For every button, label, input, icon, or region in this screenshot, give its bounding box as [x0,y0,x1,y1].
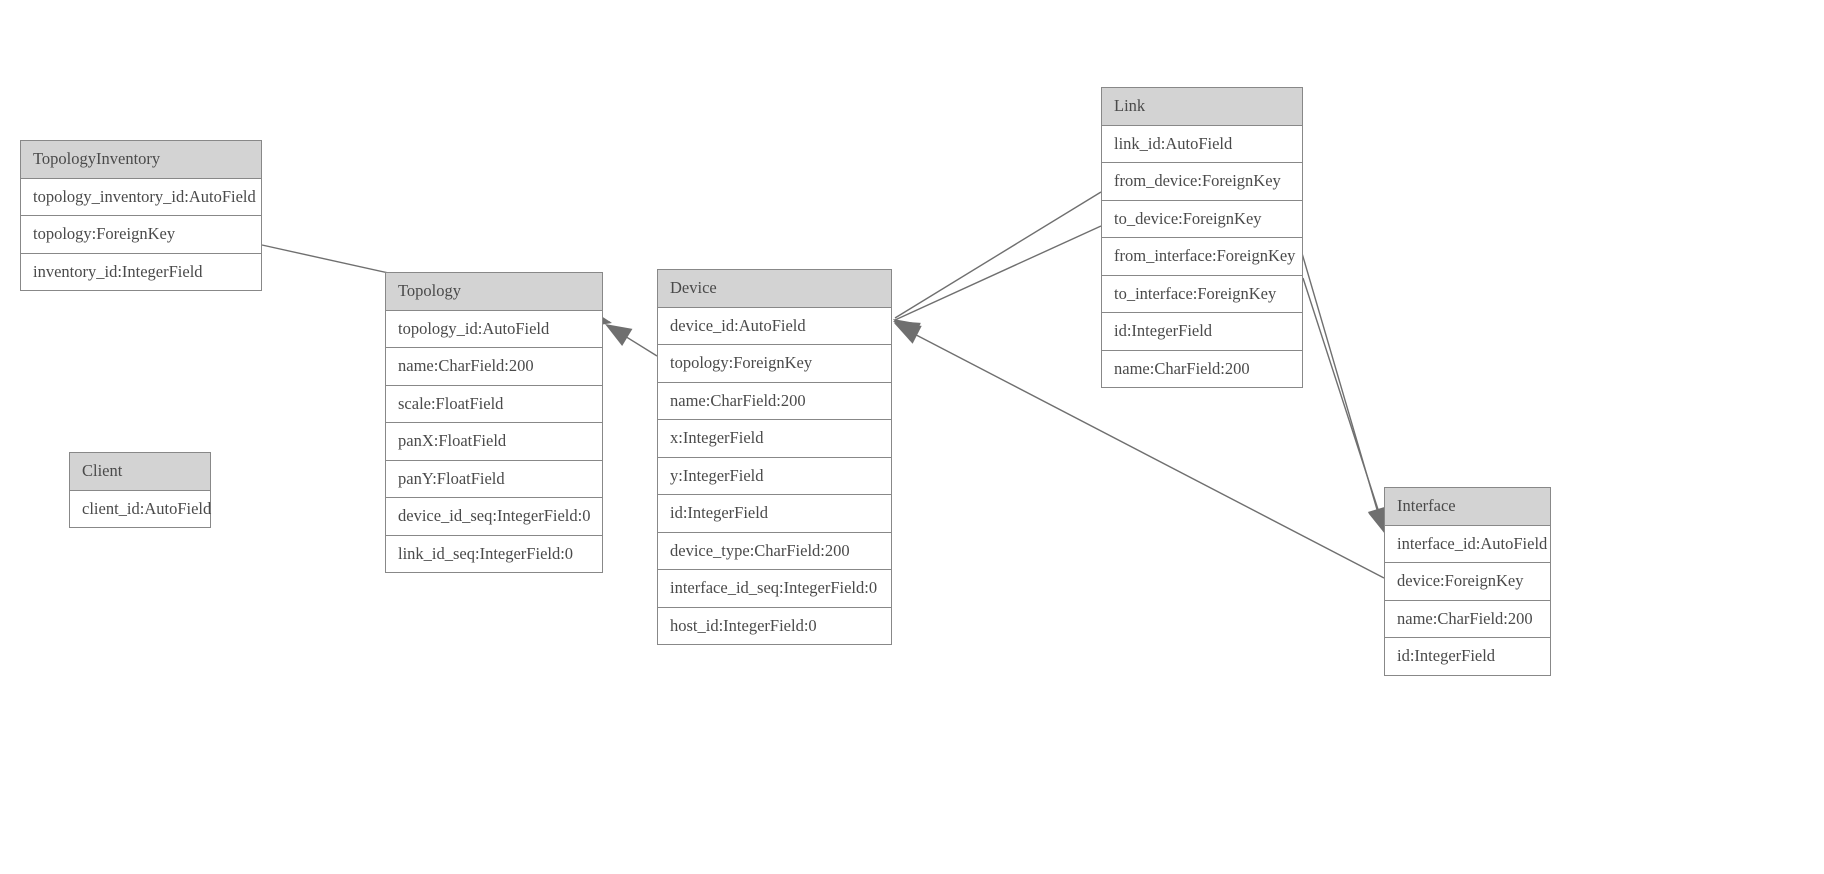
entity-field-row[interactable]: client_id:AutoField [70,490,211,527]
entity-field-row[interactable]: interface_id_seq:IntegerField:0 [658,570,891,608]
entity-field-row[interactable]: topology_inventory_id:AutoField [21,178,261,216]
entity-field-row[interactable]: scale:FloatField [386,385,602,423]
entity-field-row[interactable]: topology_id:AutoField [386,310,602,348]
relationship-line [894,225,1102,321]
entity-field-row[interactable]: name:CharField:200 [1385,600,1550,638]
relationship-line [1298,242,1384,531]
entity-field-row[interactable]: device_id_seq:IntegerField:0 [386,498,602,536]
entity-title-device: Device [658,270,891,308]
relationship-line [1302,277,1386,532]
entity-field-row[interactable]: topology:ForeignKey [21,216,261,254]
entity-field-row[interactable]: name:CharField:200 [1102,350,1302,387]
entity-field-row[interactable]: from_device:ForeignKey [1102,163,1302,201]
relationship-arrowhead [893,321,921,342]
entity-field-row[interactable]: id:IntegerField [1385,638,1550,675]
entity-title-interface: Interface [1385,488,1550,526]
entity-field-row[interactable]: name:CharField:200 [386,348,602,386]
entity-field-row[interactable]: link_id_seq:IntegerField:0 [386,535,602,572]
entity-field-row[interactable]: device:ForeignKey [1385,563,1550,601]
entity-field-row[interactable]: id:IntegerField [1102,313,1302,351]
entity-field-row[interactable]: interface_id:AutoField [1385,525,1550,563]
relationship-link-from-interface-to-interface [1298,242,1387,534]
relationship-line [894,191,1102,319]
relationship-arrowhead [893,319,921,341]
relationship-arrowhead [605,324,633,346]
entity-title-topology-inventory: TopologyInventory [21,141,261,179]
entity-title-link: Link [1102,88,1302,126]
entity-field-row[interactable]: from_interface:ForeignKey [1102,238,1302,276]
entity-field-row[interactable]: y:IntegerField [658,457,891,495]
relationship-arrowhead [894,323,922,344]
entity-field-row[interactable]: topology:ForeignKey [658,345,891,383]
entity-field-row[interactable]: panX:FloatField [386,423,602,461]
relationship-link-to-interface-to-interface [1302,277,1388,535]
entity-field-row[interactable]: device_id:AutoField [658,307,891,345]
entity-title-topology: Topology [386,273,602,311]
entity-field-row[interactable]: name:CharField:200 [658,382,891,420]
entity-field-row[interactable]: to_device:ForeignKey [1102,200,1302,238]
entity-field-row[interactable]: to_interface:ForeignKey [1102,275,1302,313]
entity-field-row[interactable]: device_type:CharField:200 [658,532,891,570]
relationship-device-to-topology [605,324,658,357]
entity-field-row[interactable]: panY:FloatField [386,460,602,498]
entity-title-client: Client [70,453,210,491]
entity-field-row[interactable]: id:IntegerField [658,495,891,533]
relationship-link-to-device-to-device [893,225,1102,342]
entity-field-row[interactable]: inventory_id:IntegerField [21,253,261,290]
entity-field-row[interactable]: host_id:IntegerField:0 [658,607,891,644]
relationship-link-from-device-to-device [893,191,1102,341]
relationship-line [606,324,658,357]
entity-field-row[interactable]: link_id:AutoField [1102,125,1302,163]
entity-field-row[interactable]: x:IntegerField [658,420,891,458]
